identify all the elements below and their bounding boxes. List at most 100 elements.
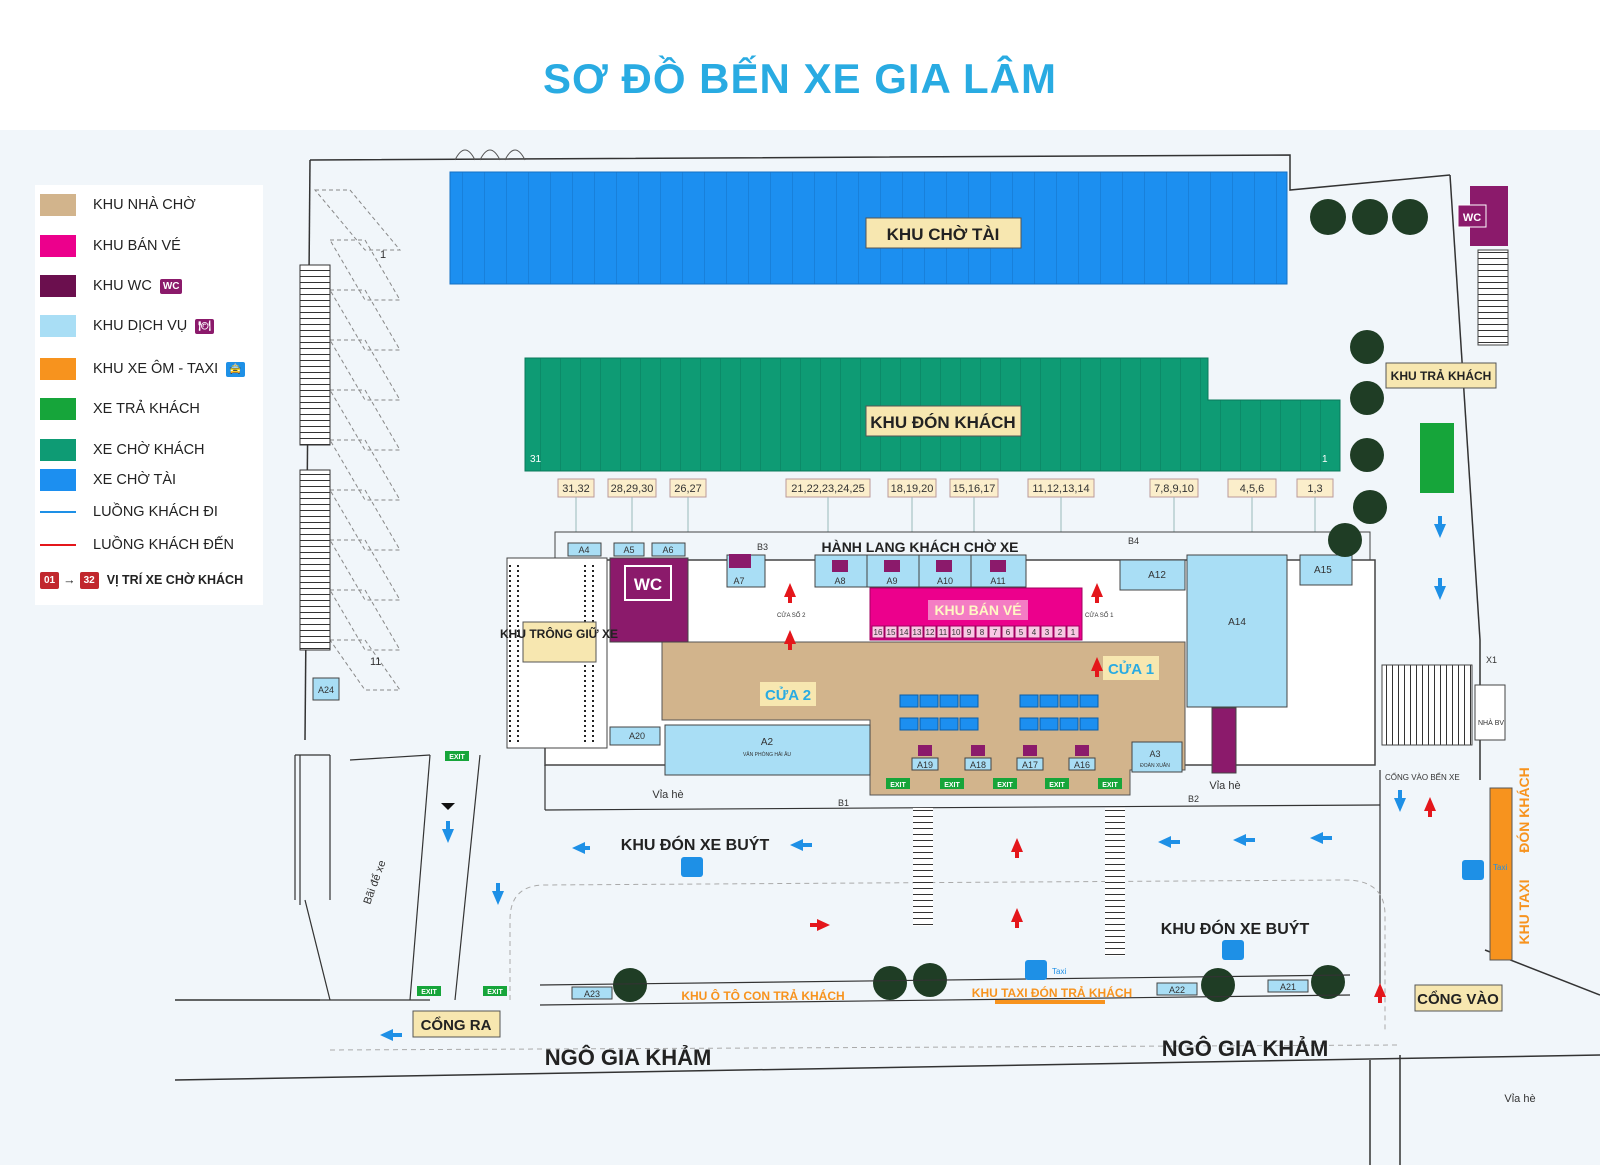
- exit-sign: [1045, 778, 1069, 789]
- legend-label: XE CHỜ TÀI: [93, 472, 177, 488]
- bay-label: 21,22,23,24,25: [791, 483, 864, 495]
- ticket-window-number: 9: [967, 628, 972, 637]
- parking-label-box: [522, 621, 597, 663]
- unit-a5-box: [613, 542, 645, 557]
- taxi-pickup-label: ĐÓN KHÁCH: [1515, 767, 1532, 853]
- unit-a12: A12: [1148, 570, 1166, 581]
- ticket-window-number: 14: [900, 628, 909, 637]
- unit-a15: A15: [1314, 565, 1332, 576]
- left-stairs-bottom: [299, 469, 331, 651]
- ticket-window: [1014, 625, 1028, 639]
- bay-label: 15,16,17: [953, 483, 996, 495]
- road-name-left: NGÔ GIA KHẢM: [545, 1045, 712, 1070]
- right-stairs: [1381, 664, 1473, 746]
- exit-sign-text: EXIT: [890, 782, 906, 789]
- unit-a21-box: [1267, 979, 1309, 993]
- hall-service-kiosks: [911, 757, 1096, 771]
- taxi-zone-label: KHU TAXI: [1516, 879, 1532, 944]
- door-1-label-box: [1103, 656, 1159, 680]
- exit-gate-box: [412, 1010, 501, 1038]
- ticket-window: [1001, 625, 1015, 639]
- exit-gate-label: CỔNG RA: [421, 1016, 492, 1034]
- ticket-window: [975, 625, 989, 639]
- page-title: SƠ ĐỒ BẾN XE GIA LÂM: [543, 55, 1057, 102]
- legend-label: LUỒNG KHÁCH ĐẾN: [93, 537, 234, 553]
- guard-house-label: NHÀ BV: [1478, 718, 1504, 727]
- unit-a18: A18: [970, 760, 986, 770]
- unit-a16: A16: [1074, 760, 1090, 770]
- legend-swatch: [40, 358, 76, 380]
- pickup-zone-label: KHU ĐÓN KHÁCH: [870, 413, 1015, 432]
- window-2-label: CỬA SỔ 2: [777, 612, 806, 619]
- legend-label: KHU WC: [93, 278, 152, 294]
- pickup-zone-label-box: [865, 405, 1022, 437]
- ticket-window-number: 16: [874, 628, 883, 637]
- left-parking-markings: [313, 189, 402, 691]
- window-1-label: CỬA SỔ 1: [1085, 612, 1114, 619]
- legend-swatch: [40, 235, 76, 257]
- unit-a24: A24: [318, 685, 334, 695]
- legend-swatch: [40, 398, 76, 420]
- top-roof-arcs: [454, 149, 526, 161]
- unit-a20-box: [609, 726, 661, 746]
- legend-item-service: KHU DỊCH VỤ🍽: [40, 315, 214, 337]
- bay-label: 7,8,9,10: [1154, 483, 1194, 495]
- taxi-icon-right: [1462, 860, 1484, 880]
- door-2-label-box: [760, 682, 816, 706]
- unit-b4: B4: [1128, 536, 1139, 546]
- taxi-right-label: Taxi: [1493, 863, 1507, 872]
- sidewalk-label-left: Vỉa hè: [652, 789, 683, 801]
- legend-label: VỊ TRÍ XE CHỜ KHÁCH: [106, 573, 244, 587]
- legend-item-ticket: KHU BÁN VÉ: [40, 235, 181, 257]
- ticket-window: [871, 625, 885, 639]
- enter-gate-label: CỔNG VÀO: [1417, 990, 1499, 1008]
- taxi-bay-bar: [995, 1000, 1105, 1004]
- ticket-window: [1027, 625, 1041, 639]
- ticket-window-number: 4: [1032, 628, 1037, 637]
- left-stairs-top: [299, 264, 331, 446]
- ticket-window: [1053, 625, 1067, 639]
- inbound-flow-line: [40, 534, 76, 556]
- gate-number-11: 11: [370, 656, 381, 668]
- unit-a5: A5: [623, 545, 634, 555]
- bus-icon-left: [681, 857, 703, 877]
- legend-swatch: [40, 439, 76, 461]
- unit-a3: A3: [1149, 749, 1160, 759]
- right-top-stairs: [1477, 249, 1509, 346]
- position-1-mark: 1: [1322, 454, 1328, 465]
- unit-a17: A17: [1022, 760, 1038, 770]
- exit-sign-text: EXIT: [1049, 782, 1065, 789]
- bay-label: 31,32: [562, 483, 590, 495]
- unit-a11: A11: [990, 576, 1005, 586]
- ticket-window: [910, 625, 924, 639]
- taxi-icon: 🚖: [226, 361, 245, 377]
- legend-item-taxi: KHU XE ÔM - TAXI🚖: [40, 358, 245, 380]
- unit-a4-box: [567, 542, 602, 557]
- ticket-window: [897, 625, 911, 639]
- unit-a12-box: [1119, 559, 1186, 591]
- unit-a24-box: [312, 677, 340, 701]
- unit-b2: B2: [1188, 794, 1199, 804]
- legend-item-positions: 01 → 32 VỊ TRÍ XE CHỜ KHÁCH: [40, 569, 243, 591]
- unit-a19: A19: [917, 760, 933, 770]
- bus-stop-left-label: KHU ĐÓN XE BUÝT: [621, 835, 770, 854]
- waiting-seats: [899, 694, 1099, 731]
- legend-swatch: [40, 469, 76, 491]
- unit-a8: A8: [834, 576, 845, 586]
- ticket-window: [1066, 625, 1080, 639]
- ticket-window: [923, 625, 937, 639]
- legend-item-waiting-hall: KHU NHÀ CHỜ: [40, 194, 196, 216]
- unit-a14: A14: [1228, 617, 1246, 628]
- site-boundary: [174, 154, 1600, 1165]
- unit-a9: A9: [886, 576, 897, 586]
- unit-a21: A21: [1280, 982, 1296, 992]
- ticket-window: [962, 625, 976, 639]
- gate-exit-signs: [417, 751, 507, 996]
- dropoff-label: KHU TRẢ KHÁCH: [1391, 368, 1492, 383]
- office-a3-label: ĐOÀN XUÂN: [1140, 762, 1170, 769]
- door-1-label: CỬA 1: [1108, 660, 1154, 678]
- legend-label: KHU NHÀ CHỜ: [93, 197, 196, 213]
- exit-sign: [886, 778, 910, 789]
